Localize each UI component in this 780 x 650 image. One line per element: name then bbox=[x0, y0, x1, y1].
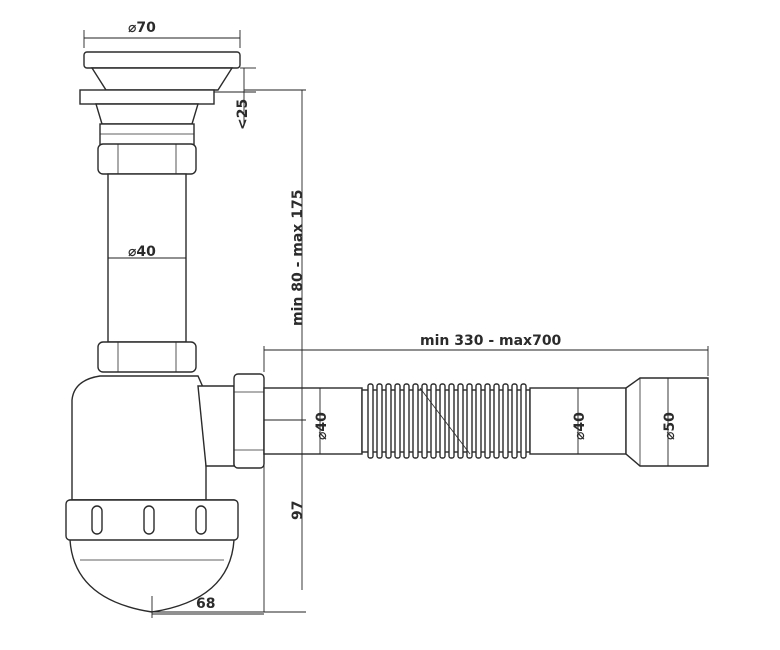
dim-outlet-diameter-3-label: ⌀50 bbox=[662, 412, 678, 440]
dim-top-height: <25 bbox=[214, 67, 256, 130]
dim-vertical-range: min 80 - max 175 bbox=[244, 89, 306, 421]
upper-nut bbox=[97, 143, 197, 175]
dim-horizontal-range-label: min 330 - max700 bbox=[420, 333, 562, 349]
dim-outlet-diameters: ⌀40 ⌀40 ⌀50 bbox=[314, 378, 678, 466]
corrugated-hose bbox=[361, 383, 531, 459]
dim-outlet-diameter-2-label: ⌀40 bbox=[572, 412, 588, 440]
dim-trap-height: 97 bbox=[152, 420, 306, 613]
dim-vertical-range-label: min 80 - max 175 bbox=[290, 190, 306, 326]
dim-pipe-diameter-label: ⌀40 bbox=[128, 244, 156, 260]
dim-trap-offset: 68 bbox=[151, 596, 264, 618]
outlet-pipe-left bbox=[263, 387, 363, 455]
dim-top-diameter-label: ⌀70 bbox=[128, 20, 156, 36]
trap-body bbox=[65, 375, 239, 613]
dim-outlet-diameter-1-label: ⌀40 bbox=[314, 412, 330, 440]
lower-nut bbox=[97, 341, 197, 373]
outlet-nut bbox=[233, 373, 265, 469]
dim-top-diameter: ⌀70 bbox=[83, 20, 241, 48]
dim-trap-height-label: 97 bbox=[290, 501, 306, 520]
dim-pipe-diameter: ⌀40 bbox=[108, 244, 186, 260]
dim-horizontal-range: min 330 - max700 bbox=[263, 333, 709, 376]
dim-top-height-label: <25 bbox=[235, 99, 251, 130]
outlet-bell bbox=[625, 377, 709, 467]
strainer-cap bbox=[79, 51, 241, 147]
dim-trap-offset-label: 68 bbox=[196, 596, 215, 612]
